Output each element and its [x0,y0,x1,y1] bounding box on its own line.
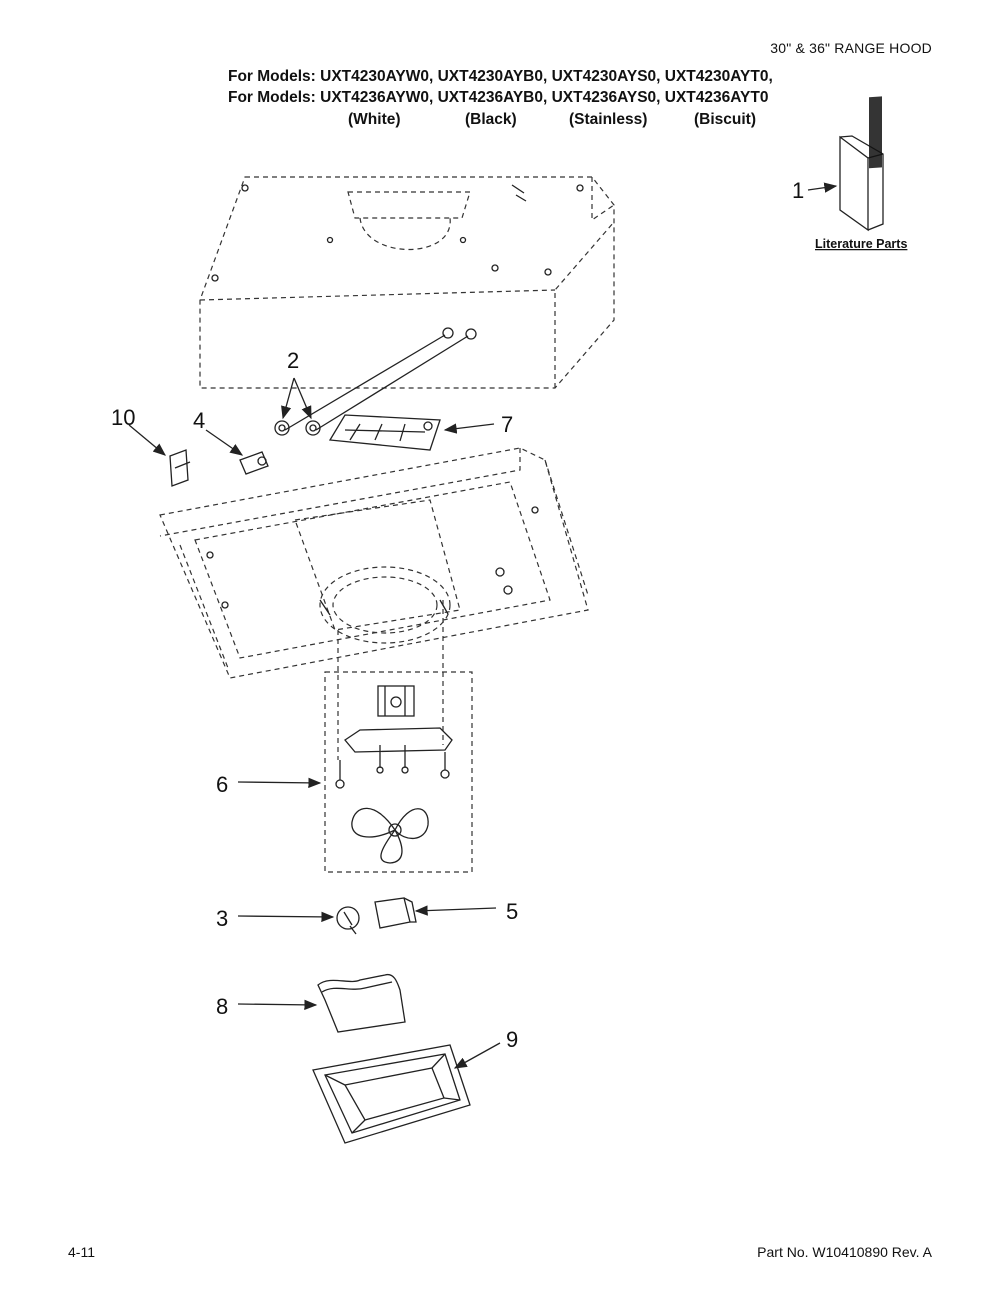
part-3-knob [336,906,360,935]
callout-4: 4 [193,408,205,433]
color-biscuit: (Biscuit) [694,111,756,128]
hood-body [159,447,589,679]
callout-9: 9 [506,1027,518,1052]
fan-blade [351,807,429,864]
part-9-filter [312,1044,471,1144]
motor-bracket [344,727,453,774]
part-8-shield [317,973,406,1033]
color-labels: (White) (Black) (Stainless) (Biscuit) [0,111,1000,133]
motor [377,685,415,717]
callout-5: 5 [506,899,518,924]
top-cover-plate [199,176,615,389]
bracket-screws [335,752,450,789]
models-line-2: For Models: UXT4236AYW0, UXT4236AYB0, UX… [228,89,769,106]
models-line-1: For Models: UXT4230AYW0, UXT4230AYB0, UX… [228,68,773,85]
literature-booklet [839,96,884,232]
color-black: (Black) [465,111,517,128]
part-4-connector [239,451,269,475]
callout-10: 10 [111,405,135,430]
callout-1: 1 [792,178,804,203]
callout-2: 2 [287,348,299,373]
callout-6: 6 [216,772,228,797]
part-5-light [374,897,417,929]
product-title: 30" & 36" RANGE HOOD [770,40,932,56]
color-white: (White) [348,111,401,128]
leader-lines [128,182,838,1069]
page-number: 4-11 [68,1244,95,1260]
nuts [274,420,321,436]
part-number: Part No. W10410890 Rev. A [757,1244,932,1260]
long-screws [284,327,477,431]
callout-7: 7 [501,412,513,437]
callout-3: 3 [216,906,228,931]
literature-parts-label: Literature Parts [815,237,907,251]
part-10-clip [169,449,191,487]
part-7-switch-assembly [328,414,441,451]
motor-assembly-box [324,600,473,873]
callout-8: 8 [216,994,228,1019]
model-list: For Models: UXT4230AYW0, UXT4230AYB0, UX… [228,66,773,108]
color-stainless: (Stainless) [569,111,648,128]
